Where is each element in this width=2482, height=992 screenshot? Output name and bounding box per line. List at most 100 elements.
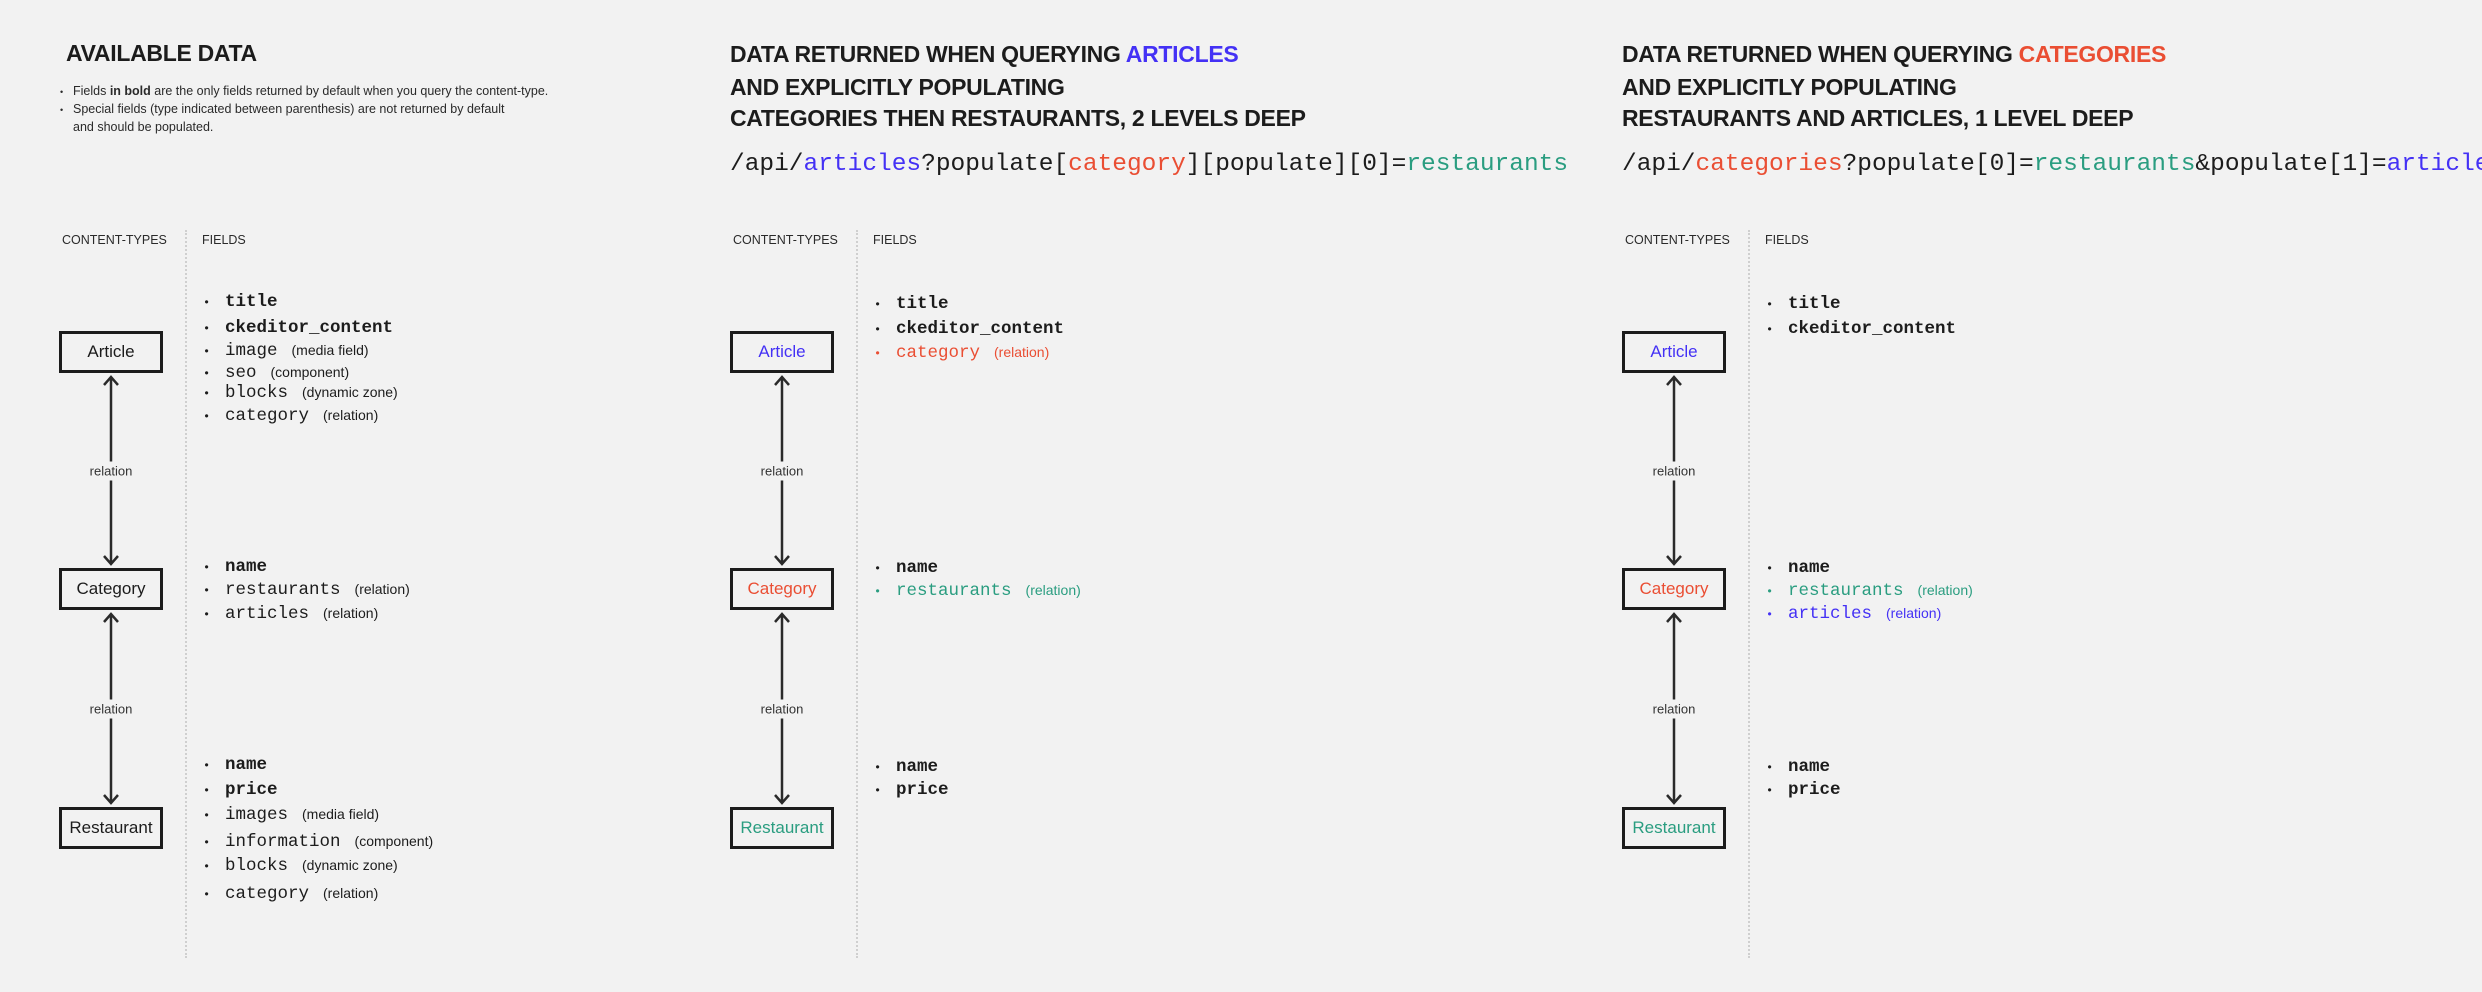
field-name: name xyxy=(896,757,939,777)
column-divider xyxy=(185,230,187,958)
field-type-note: (component) xyxy=(354,833,434,849)
relation-label: relation xyxy=(760,699,804,719)
field-item: •name xyxy=(874,757,938,777)
bullet-icon: • xyxy=(203,809,211,823)
field-item: •price xyxy=(874,780,949,800)
field-item: •blocks(dynamic zone) xyxy=(203,383,398,403)
note-line: and should be populated. xyxy=(73,120,213,134)
field-item: • ckeditor_content xyxy=(1766,319,1956,339)
bullet-icon: • xyxy=(60,87,64,97)
note-bold: in bold xyxy=(109,84,151,98)
content-types-label: CONTENT-TYPES xyxy=(733,233,838,247)
fields-label: FIELDS xyxy=(873,233,917,247)
url-segment: articles xyxy=(803,151,922,178)
field-name: category xyxy=(225,406,310,426)
field-item: •price xyxy=(203,780,278,800)
field-type-note: (relation) xyxy=(1917,582,1973,598)
field-name: ckeditor_content xyxy=(1788,319,1957,339)
relation-label: relation xyxy=(1652,461,1696,481)
field-type-note: (relation) xyxy=(1886,605,1942,621)
url-segment: restaurants xyxy=(1406,151,1569,178)
url-segment: articles xyxy=(2386,151,2482,178)
bullet-icon: • xyxy=(203,584,211,598)
title-segment: AVAILABLE DATA xyxy=(66,40,257,66)
field-item: •restaurants(relation) xyxy=(874,581,1081,601)
field-item: •images(media field) xyxy=(203,805,379,825)
bullet-icon: • xyxy=(203,860,211,874)
field-name: price xyxy=(896,780,949,800)
content-types-label: CONTENT-TYPES xyxy=(62,233,167,247)
field-item: •ckeditor_content xyxy=(874,319,1064,339)
url-segment: category xyxy=(1068,151,1186,178)
bullet-icon: • xyxy=(203,387,211,401)
content-type-box-article: Article xyxy=(59,331,163,373)
field-name: ckeditor_content xyxy=(225,318,394,338)
field-name: articles xyxy=(1788,604,1873,624)
panel-title-line: RESTAURANTS AND ARTICLES, 1 LEVEL DEEP xyxy=(1622,107,2134,130)
field-type-note: (relation) xyxy=(323,885,379,901)
bullet-icon: • xyxy=(203,367,211,381)
content-type-box-restaurant: Restaurant xyxy=(730,807,834,849)
field-item: •blocks(dynamic zone) xyxy=(203,856,398,876)
title-segment: CATEGORIES xyxy=(2018,41,2167,67)
relation-label: relation xyxy=(1652,699,1696,719)
field-item: •category(relation) xyxy=(203,406,378,426)
field-name: name xyxy=(225,755,268,775)
field-item: •seo(component) xyxy=(203,363,349,383)
bullet-icon: • xyxy=(874,562,882,576)
field-item: • category (relation) xyxy=(203,884,378,904)
bullet-icon: • xyxy=(203,759,211,773)
field-name: name xyxy=(225,557,268,577)
field-name: title xyxy=(896,294,949,314)
field-name: ckeditor_content xyxy=(896,319,1065,339)
bullet-icon: • xyxy=(1766,298,1774,312)
field-name: blocks xyxy=(225,856,289,876)
bullet-icon: • xyxy=(203,888,211,902)
title-segment: AND EXPLICITLY POPULATING xyxy=(1622,74,1957,100)
field-name: title xyxy=(1788,294,1841,314)
field-item: • image (media field) xyxy=(203,341,369,361)
api-url: /api/articles?populate[category][populat… xyxy=(730,151,1569,178)
column-divider xyxy=(1748,230,1750,958)
field-item: •restaurants(relation) xyxy=(1766,581,1973,601)
content-type-box-category: Category xyxy=(59,568,163,610)
field-name: image xyxy=(225,341,278,361)
bullet-icon: • xyxy=(874,347,882,361)
bullet-icon: • xyxy=(203,784,211,798)
url-segment: /api/ xyxy=(1622,151,1696,178)
title-segment: DATA RETURNED WHEN QUERYING xyxy=(1622,41,2019,67)
title-segment: DATA RETURNED WHEN QUERYING xyxy=(730,41,1126,67)
bullet-icon: • xyxy=(203,345,211,359)
field-item: •articles(relation) xyxy=(1766,604,1941,624)
bullet-icon: • xyxy=(1766,761,1774,775)
field-type-note: (relation) xyxy=(323,407,379,423)
field-name: restaurants xyxy=(225,580,341,600)
note-text: and should be populated. xyxy=(73,120,214,134)
field-item: • restaurants (relation) xyxy=(203,580,410,600)
field-item: •ckeditor_content xyxy=(203,318,393,338)
field-type-note: (relation) xyxy=(323,605,379,621)
content-type-box-restaurant: Restaurant xyxy=(1622,807,1726,849)
field-name: category xyxy=(225,884,310,904)
field-name: name xyxy=(896,558,939,578)
url-segment: restaurants xyxy=(2033,151,2196,178)
panel-title-line: DATA RETURNED WHEN QUERYING CATEGORIES xyxy=(1622,43,2166,66)
bullet-icon: • xyxy=(203,296,211,310)
field-type-note: (relation) xyxy=(354,581,410,597)
content-type-box-restaurant: Restaurant xyxy=(59,807,163,849)
field-item: •name xyxy=(1766,558,1830,578)
field-type-note: (media field) xyxy=(291,342,369,358)
field-name: name xyxy=(1788,558,1831,578)
fields-label: FIELDS xyxy=(202,233,246,247)
field-type-note: (component) xyxy=(270,364,350,380)
field-name: articles xyxy=(225,604,310,624)
field-item: •title xyxy=(203,292,278,312)
panel-title-line: CATEGORIES THEN RESTAURANTS, 2 LEVELS DE… xyxy=(730,107,1306,130)
note-text: are the only fields returned by default … xyxy=(150,84,549,98)
note-line: •Fields in bold are the only fields retu… xyxy=(60,84,548,98)
bullet-icon: • xyxy=(60,105,64,115)
column-divider xyxy=(856,230,858,958)
bullet-icon: • xyxy=(1766,323,1774,337)
title-segment: ARTICLES xyxy=(1125,41,1239,67)
field-item: • name xyxy=(874,558,938,578)
